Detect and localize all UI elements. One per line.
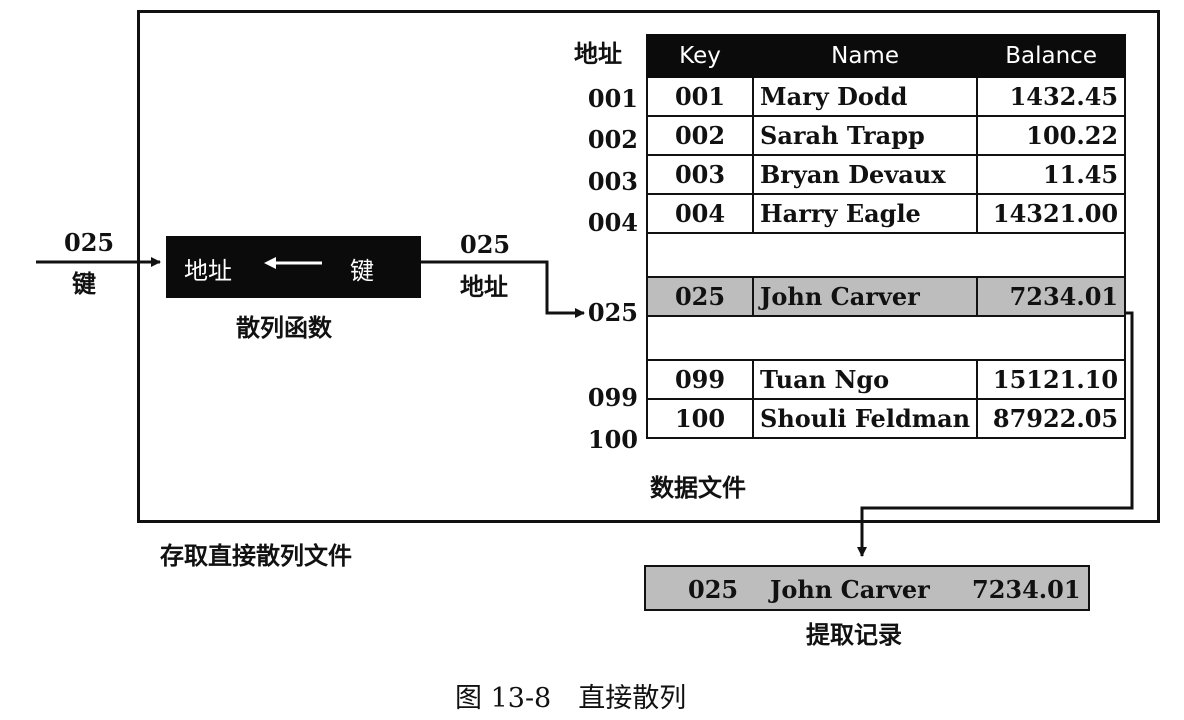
- cell-name: Bryan Devaux: [751, 154, 979, 195]
- address-column-header: 地址: [574, 39, 622, 68]
- address-label: 地址: [460, 272, 508, 301]
- row-address: 003: [587, 167, 638, 196]
- cell-key: 100: [646, 398, 754, 439]
- empty-cell: [645, 232, 1127, 278]
- header-balance: Balance: [976, 34, 1127, 78]
- cell-name: Tuan Ngo: [751, 359, 979, 400]
- table-header-row: Key Name Balance: [646, 34, 1127, 78]
- cell-balance: 100.22: [976, 115, 1127, 156]
- address-value: 025: [460, 230, 511, 259]
- header-name: Name: [751, 34, 979, 78]
- row-address: 099: [587, 383, 638, 412]
- table-row: 004 Harry Eagle 14321.00: [646, 193, 1127, 234]
- table-row: 002 Sarah Trapp 100.22: [646, 115, 1127, 156]
- input-key-value: 025: [64, 228, 115, 257]
- empty-row: [645, 315, 1127, 361]
- left-arrow-icon: [264, 257, 322, 269]
- cell-name: Mary Dodd: [751, 76, 979, 117]
- table-row: 001 Mary Dodd 1432.45: [646, 76, 1127, 117]
- empty-row: [645, 232, 1127, 278]
- cell-balance: 87922.05: [976, 398, 1127, 439]
- cell-key: 004: [646, 193, 754, 234]
- row-address: 100: [587, 425, 638, 454]
- cell-key: 002: [646, 115, 754, 156]
- cell-balance: 1432.45: [976, 76, 1127, 117]
- hash-function-caption: 散列函数: [236, 313, 332, 342]
- cell-balance: 14321.00: [976, 193, 1127, 234]
- address-arrow: [421, 260, 585, 318]
- row-address: 025: [587, 298, 638, 327]
- cell-name: Shouli Feldman: [751, 398, 979, 439]
- empty-cell: [645, 315, 1127, 361]
- row-address: 001: [587, 84, 638, 113]
- retrieved-caption: 提取记录: [806, 620, 902, 649]
- input-key-label: 键: [72, 269, 96, 298]
- cell-key: 003: [646, 154, 754, 195]
- header-key: Key: [646, 34, 754, 78]
- retrieved-record: 025 John Carver 7234.01: [644, 565, 1090, 611]
- hash-key-label: 键: [350, 257, 374, 285]
- cell-name: Sarah Trapp: [751, 115, 979, 156]
- highlighted-row: 025 John Carver 7234.01: [646, 276, 1127, 317]
- retrieved-balance: 7234.01: [972, 575, 1081, 604]
- cell-key: 001: [646, 76, 754, 117]
- table-row: 003 Bryan Devaux 11.45: [646, 154, 1127, 195]
- cell-key: 099: [646, 359, 754, 400]
- table-row: 100 Shouli Feldman 87922.05: [646, 398, 1127, 439]
- figure-caption: 图 13-8 直接散列: [455, 683, 687, 714]
- data-file-caption: 数据文件: [650, 473, 746, 502]
- data-file-table: Key Name Balance 001 Mary Dodd 1432.45 0…: [645, 34, 1127, 439]
- hash-function-box: 地址 键: [166, 236, 421, 298]
- cell-key: 025: [646, 276, 754, 317]
- retrieved-key: 025: [688, 575, 739, 604]
- retrieved-name: John Carver: [770, 575, 930, 604]
- table-row: 099 Tuan Ngo 15121.10: [646, 359, 1127, 400]
- hash-address-label: 地址: [184, 257, 232, 285]
- cell-balance: 15121.10: [976, 359, 1127, 400]
- cell-name: John Carver: [751, 276, 979, 317]
- row-address: 002: [587, 125, 638, 154]
- cell-name: Harry Eagle: [751, 193, 979, 234]
- hashed-file-frame: [137, 10, 1160, 523]
- cell-balance: 11.45: [976, 154, 1127, 195]
- frame-caption: 存取直接散列文件: [160, 541, 352, 570]
- cell-balance: 7234.01: [976, 276, 1127, 317]
- row-address: 004: [587, 208, 638, 237]
